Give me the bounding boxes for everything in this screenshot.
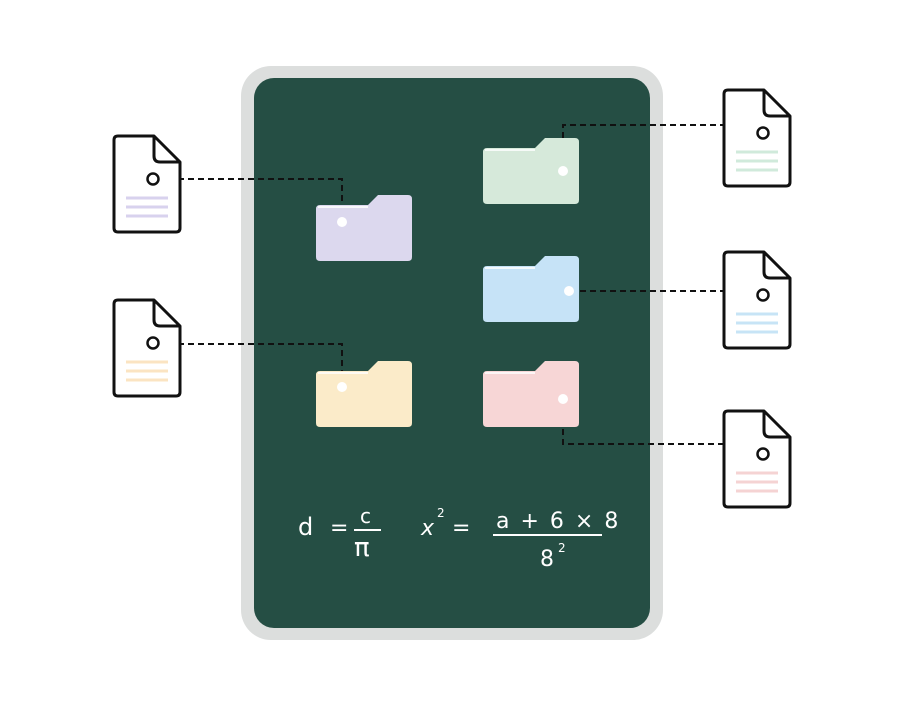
formula-eq1-equals: =	[330, 516, 348, 541]
document-fold	[762, 252, 790, 280]
folder-pink[interactable]	[483, 361, 579, 427]
folder-green[interactable]	[483, 138, 579, 204]
folder-anchor-dot	[337, 217, 347, 227]
document-anchor-ring	[756, 447, 770, 461]
chalkboard	[254, 78, 650, 628]
document-yellow[interactable]	[112, 298, 182, 398]
document-icon	[112, 134, 182, 234]
formula-eq1-denominator: π	[354, 533, 370, 563]
document-green[interactable]	[722, 88, 792, 188]
document-anchor-ring	[146, 336, 160, 350]
document-pink[interactable]	[722, 409, 792, 509]
document-purple[interactable]	[112, 134, 182, 234]
folder-anchor-dot	[558, 394, 568, 404]
connector-yellow	[158, 343, 343, 384]
document-blue[interactable]	[722, 250, 792, 350]
folder-icon	[316, 361, 412, 427]
document-anchor-ring	[756, 288, 770, 302]
formula-eq2-denominator: 8	[540, 547, 554, 572]
document-fold	[762, 411, 790, 439]
document-icon	[722, 250, 792, 350]
document-fold	[152, 300, 180, 328]
document-icon	[722, 88, 792, 188]
document-icon	[112, 298, 182, 398]
document-icon	[722, 409, 792, 509]
folder-anchor-dot	[564, 286, 574, 296]
documents	[112, 88, 792, 509]
formula-eq2-denominator-exponent: 2	[558, 541, 566, 555]
folder-yellow[interactable]	[316, 361, 412, 427]
folder-icon	[483, 256, 579, 322]
document-fold	[762, 90, 790, 118]
document-anchor-ring	[146, 172, 160, 186]
folder-purple[interactable]	[316, 195, 412, 261]
folder-icon	[483, 361, 579, 427]
formula-eq1-lhs: d	[298, 513, 313, 541]
formula-eq2-exponent: 2	[437, 506, 445, 520]
document-fold	[152, 136, 180, 164]
folder-anchor-dot	[337, 382, 347, 392]
document-anchor-ring	[756, 126, 770, 140]
formula-eq2-equals: =	[452, 516, 470, 541]
folder-blue[interactable]	[483, 256, 579, 322]
folders	[316, 138, 579, 427]
formula-eq2-numerator: a + 6 × 8	[496, 509, 620, 534]
formula-eq1-numerator: c	[360, 504, 371, 528]
folder-anchor-dot	[558, 166, 568, 176]
chalk-formula: d = c π x 2 = a + 6 × 8 8 2	[298, 504, 620, 572]
formula-eq2-lhs: x	[420, 516, 435, 541]
folder-icon	[316, 195, 412, 261]
folder-icon	[483, 138, 579, 204]
